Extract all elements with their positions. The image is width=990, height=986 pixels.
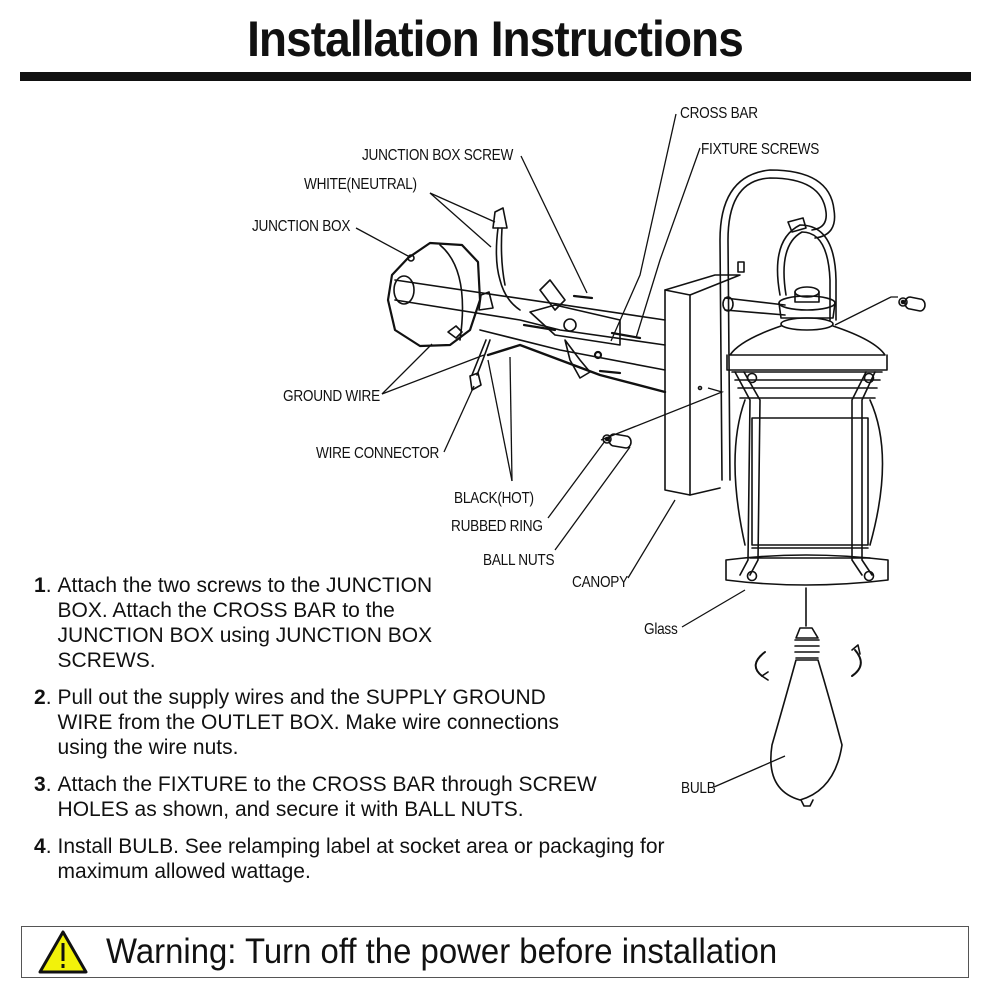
step-dot: .: [45, 835, 52, 858]
fixture-arm-part: [719, 169, 837, 481]
step-number: 4: [34, 835, 46, 858]
label-junction-box-screw: JUNCTION BOX SCREW: [362, 147, 514, 164]
step-dot: .: [45, 574, 52, 597]
label-fixture-screws: FIXTURE SCREWS: [701, 141, 820, 158]
label-black-hot: BLACK(HOT): [454, 490, 534, 507]
label-cross-bar: CROSS BAR: [680, 105, 758, 122]
step-number: 2: [34, 686, 46, 709]
title-divider: [20, 72, 971, 81]
step-text: Pull out the supply wires and the SUPPLY…: [57, 686, 559, 759]
step-number: 3: [34, 773, 46, 796]
label-wire-connector: WIRE CONNECTOR: [316, 445, 440, 462]
warning-text: Warning: Turn off the power before insta…: [106, 932, 778, 971]
label-bulb: BULB: [681, 780, 716, 797]
label-rubbed-ring: RUBBED RING: [451, 518, 543, 535]
bulb-part: [754, 627, 862, 807]
step-item: 4. Install BULB. See relamping label at …: [34, 834, 694, 884]
step-item: 1. Attach the two screws to the JUNCTION…: [34, 573, 694, 673]
page-title: Installation Instructions: [247, 11, 744, 67]
step-text: Install BULB. See relamping label at soc…: [57, 835, 665, 883]
label-ground-wire: GROUND WIRE: [283, 388, 380, 405]
step-item: 3. Attach the FIXTURE to the CROSS BAR t…: [34, 772, 694, 822]
label-junction-box: JUNCTION BOX: [252, 218, 351, 235]
label-white-neutral: WHITE(NEUTRAL): [304, 176, 417, 193]
step-dot: .: [45, 773, 52, 796]
lantern-part: [725, 286, 889, 627]
warning-banner: Warning: Turn off the power before insta…: [21, 926, 969, 978]
leader-lines: [355, 113, 898, 788]
junction-box-part: [386, 241, 482, 348]
fixture-screws-part: [522, 294, 642, 375]
step-dot: .: [45, 686, 52, 709]
instruction-steps: 1. Attach the two screws to the JUNCTION…: [34, 573, 694, 896]
step-item: 2. Pull out the supply wires and the SUP…: [34, 685, 694, 760]
label-canopy: CANOPY: [572, 574, 628, 591]
warning-triangle-icon: [38, 930, 88, 974]
step-text: Attach the FIXTURE to the CROSS BAR thro…: [57, 773, 597, 821]
cross-bar-part: [394, 279, 667, 394]
step-text: Attach the two screws to the JUNCTION BO…: [57, 574, 433, 672]
wires-part: [469, 207, 521, 391]
step-number: 1: [34, 574, 46, 597]
label-glass: Glass: [644, 621, 678, 638]
label-ball-nuts: BALL NUTS: [483, 552, 555, 569]
